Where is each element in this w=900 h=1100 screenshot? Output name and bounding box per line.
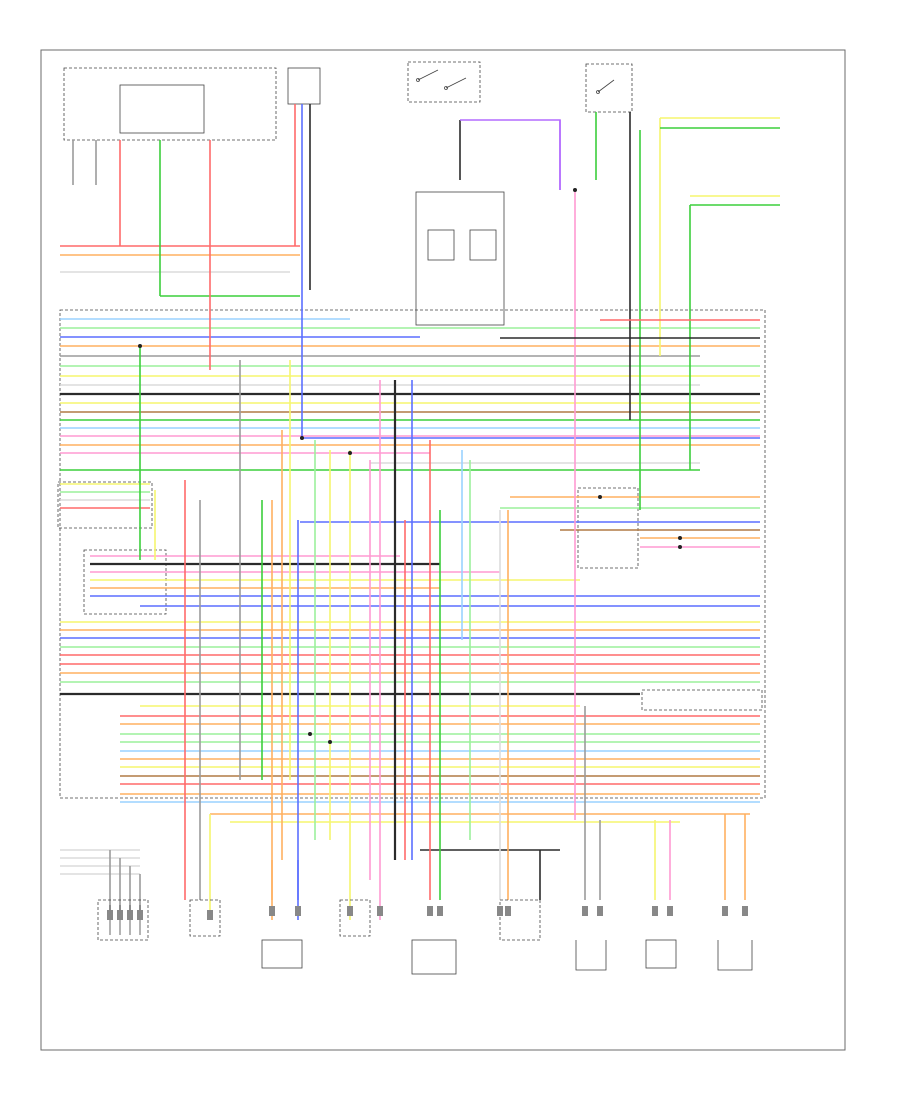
bottom-component-3 (261, 939, 303, 969)
horizontal-wires (60, 245, 760, 875)
junction-dots (138, 188, 682, 744)
bottom-component-7 (575, 940, 607, 971)
bottom-component-9 (717, 940, 753, 971)
main-relay-box (119, 84, 205, 134)
bottom-component-8 (645, 939, 677, 969)
relay-assembly-box (415, 191, 505, 326)
bottom-component-6 (499, 899, 541, 941)
vertical-wires (72, 104, 746, 920)
fuse-relay-box (63, 67, 277, 141)
left-connector-box-a (57, 481, 153, 529)
connector-pins (107, 906, 748, 920)
left-connector-box-b (83, 549, 167, 615)
bottom-component-2 (189, 899, 221, 937)
brake-switch-box (585, 63, 633, 113)
right-connector-box (577, 487, 639, 569)
sensor-box-top (287, 67, 321, 105)
ignition-switch-box (407, 61, 481, 103)
bottom-component-5 (411, 939, 457, 975)
switch-symbols (416, 69, 615, 261)
top-right-wires (460, 117, 780, 339)
bottom-component-4 (339, 899, 371, 937)
wire (460, 119, 561, 190)
diagram-border (40, 49, 846, 1051)
speed-sensor-box (641, 689, 763, 711)
